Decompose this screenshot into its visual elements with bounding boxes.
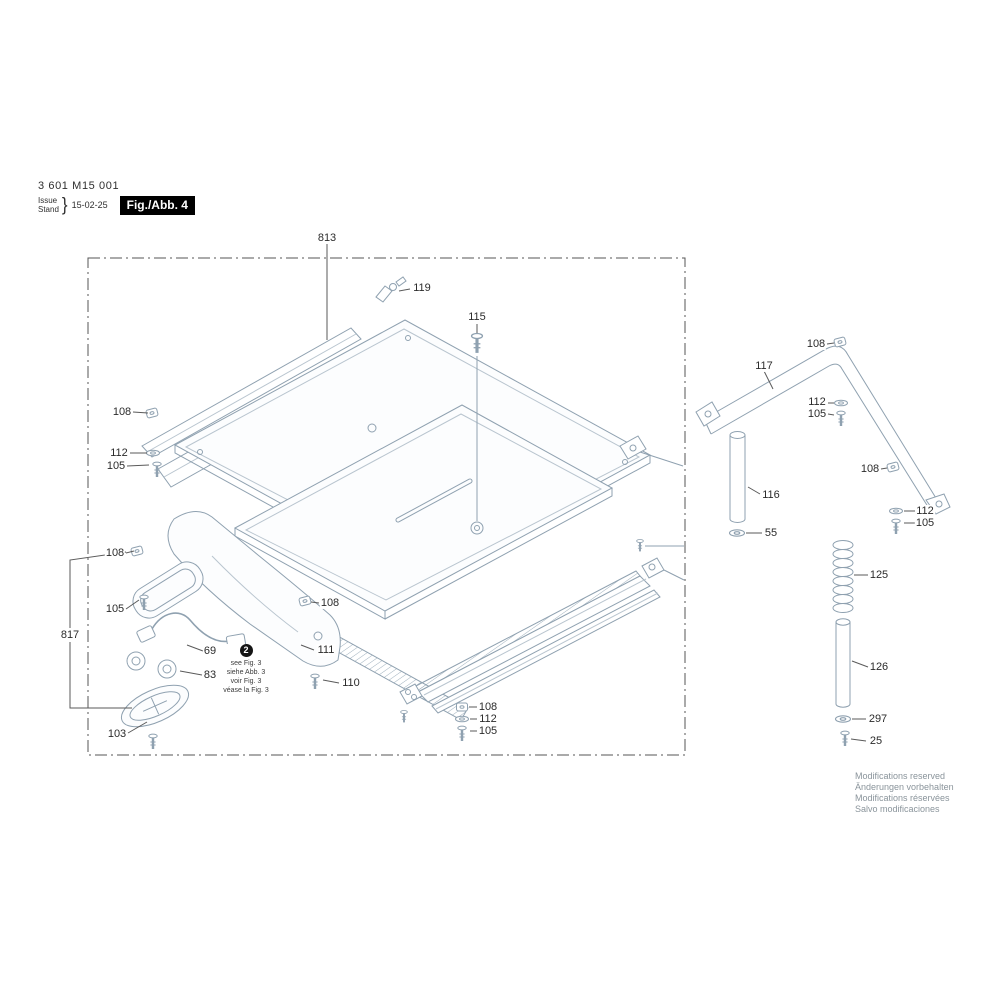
part-callout-817-8: 817 [59,628,81,642]
part-callout-125-27: 125 [868,568,890,582]
part-callout-108-19: 108 [805,337,827,351]
screw-icon [839,729,851,748]
part-callout-813-0: 813 [316,231,338,245]
part-callout-25-30: 25 [868,734,884,748]
nut-icon [833,336,847,348]
figure-label: Fig./Abb. 4 [119,195,195,215]
part-callout-83-10: 83 [202,668,218,682]
see-fig-note: 2 see Fig. 3 siehe Abb. 3 voir Fig. 3 vé… [217,644,275,696]
note-badge: 2 [239,644,253,657]
cover-plate-103 [120,684,190,728]
part-callout-69-9: 69 [202,644,218,658]
screw-icon [309,672,321,691]
screw-icon [147,732,159,751]
part-callout-108-6: 108 [104,546,126,560]
part-callout-115-2: 115 [467,310,487,324]
note-line: voir Fig. 3 [230,678,262,686]
washer-icon [728,529,746,537]
clamp-part-119 [375,276,407,303]
washer-icon [834,715,852,723]
table-insert-panel [233,404,614,620]
issue-date: 15-02-25 [71,200,108,210]
side-panel-assembly [120,511,341,728]
brace-glyph: } [61,194,68,215]
stand-label: Stand [38,205,59,214]
washer-icon [889,507,903,515]
part-callout-111-12: 111 [316,643,336,657]
screw-icon [890,517,902,536]
part-callout-108-3: 108 [111,405,133,419]
footer-line: Modifications reserved [855,771,946,781]
assembly-boundary-box [87,257,686,756]
tube-126 [835,622,851,708]
note-line: siehe Abb. 3 [226,669,266,677]
part-callout-119-1: 119 [412,281,432,295]
part-callout-112-20: 112 [807,395,827,409]
washer-icon [455,715,469,723]
title-block: 3 601 M15 001 Issue Stand } 15-02-25 Fig… [38,180,195,215]
part-callout-105-5: 105 [105,459,127,473]
part-callout-297-29: 297 [867,712,889,726]
modifications-note: Modifications reserved Änderungen vorbeh… [855,771,954,815]
hardware-items [130,331,903,751]
support-frame-assembly [695,345,951,708]
note-line: see Fig. 3 [230,660,262,667]
screw-icon [456,724,468,743]
note-line: véase la Fig. 3 [223,687,269,695]
part-callout-105-21: 105 [806,407,828,421]
nut-icon [886,461,900,473]
footer-line: Änderungen vorbehalten [855,781,954,792]
part-callout-112-16: 112 [478,712,498,726]
part-callout-105-26: 105 [914,516,936,530]
type-number: 3 601 M15 001 [38,180,120,192]
part-callout-110-13: 110 [341,676,361,690]
washer-icon [834,399,848,407]
part-callout-108-24: 108 [859,462,881,476]
leader-lines [69,244,915,742]
screw-icon [835,409,847,428]
part-callout-108-14: 108 [319,596,341,610]
part-callout-117-18: 117 [754,359,774,373]
part-callout-105-17: 105 [477,724,499,738]
footer-line: Salvo modificaciones [855,803,940,814]
screw-icon [635,538,645,553]
part-callout-108-15: 108 [477,700,499,714]
washer-icon [146,449,160,457]
front-guide-rail [399,557,665,714]
part-callout-112-4: 112 [109,446,129,460]
part-callout-55-23: 55 [763,526,779,540]
part-callout-116-22: 116 [761,488,781,502]
issue-label: Issue [38,195,58,205]
spring-125 [832,540,854,613]
table-assembly [120,276,951,728]
edge-plate [619,435,685,581]
screw-icon-115 [469,331,485,355]
tube-116 [729,435,746,523]
part-callout-126-28: 126 [868,660,890,674]
part-callout-103-11: 103 [106,727,128,741]
part-callout-112-25: 112 [915,504,935,518]
screw-icon [399,709,409,724]
footer-line: Modifications réservées [855,792,950,803]
nut-icon [456,702,468,712]
part-callout-105-7: 105 [104,602,126,616]
